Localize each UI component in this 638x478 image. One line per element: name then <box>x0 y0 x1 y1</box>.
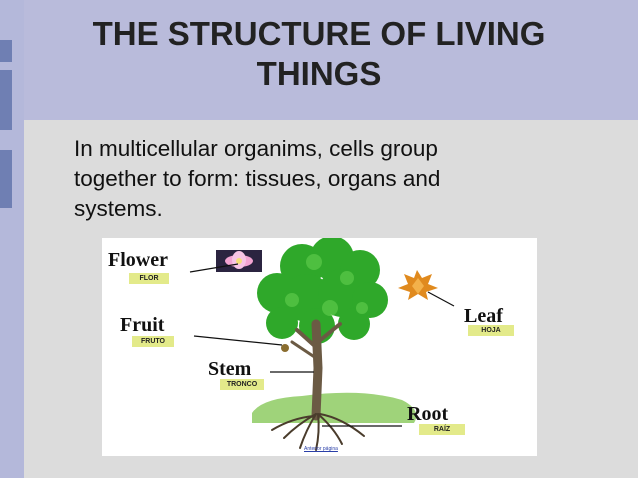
figure-caption-link[interactable]: Anterior página <box>304 446 338 452</box>
left-decor-mark <box>0 150 12 208</box>
body-line: together to form: tissues, organs and <box>74 166 441 191</box>
tree-trunk <box>290 319 342 421</box>
tag-fruit: FRUTO <box>132 336 174 347</box>
body-line: systems. <box>74 196 163 221</box>
label-fruit: Fruit <box>120 314 165 336</box>
tag-flower: FLOR <box>129 273 169 284</box>
tree-roots <box>271 413 365 451</box>
slide-title-line: THINGS <box>256 55 382 92</box>
maple-leaf <box>398 270 438 300</box>
tag-stem: TRONCO <box>220 379 264 390</box>
label-stem: Stem <box>208 358 252 380</box>
slide-title: THE STRUCTURE OF LIVING THINGS <box>24 14 614 94</box>
tag-leaf: HOJA <box>468 325 514 336</box>
fruit-dot <box>281 344 289 352</box>
grass-patch <box>252 392 417 423</box>
pointer-lines <box>189 263 455 427</box>
left-decor-mark <box>0 70 12 130</box>
plant-parts-figure: Flower FLOR Fruit FRUTO Stem TRONCO Leaf… <box>102 238 537 456</box>
title-band <box>24 0 638 120</box>
left-decor-mark <box>0 40 12 62</box>
label-flower: Flower <box>108 249 168 271</box>
label-leaf: Leaf <box>464 305 503 327</box>
slide-title-line: THE STRUCTURE OF LIVING <box>92 15 546 52</box>
tree-illustration <box>189 238 455 451</box>
tag-root: RAÍZ <box>419 424 465 435</box>
slide-body-text: In multicellular organims, cells group t… <box>74 134 544 224</box>
label-root: Root <box>407 403 449 425</box>
body-line: In multicellular organims, cells group <box>74 136 438 161</box>
tree-foliage <box>257 238 388 344</box>
